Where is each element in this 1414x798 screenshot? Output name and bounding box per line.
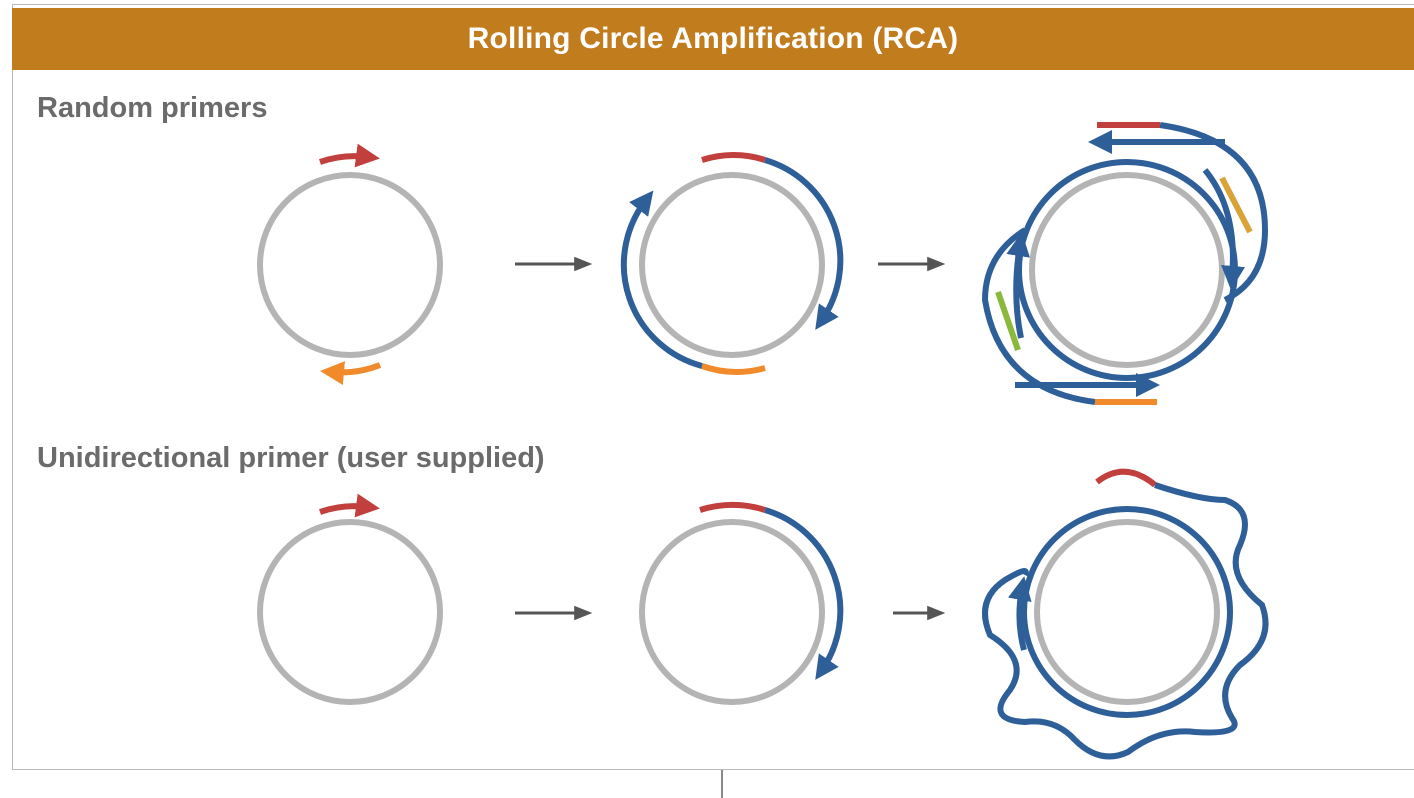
primer-red-segment [699, 501, 766, 513]
random-step3 [981, 122, 1269, 405]
section-label-random-primers: Random primers [37, 92, 268, 124]
divider-tick [721, 770, 723, 798]
template-circle [1034, 519, 1220, 705]
primer-red-segment [1095, 468, 1157, 488]
template-circle [639, 519, 825, 705]
template-circle [257, 519, 443, 705]
primer-red-segment [701, 152, 766, 163]
template-circle [639, 172, 825, 358]
section-label-unidirectional-primer: Unidirectional primer (user supplied) [37, 442, 545, 474]
primer-green-segment [995, 291, 1021, 351]
template-circle [1029, 172, 1225, 368]
primer-orange-arrow [320, 361, 382, 386]
extension-strand [764, 157, 844, 330]
title-banner: Rolling Circle Amplification (RCA) [12, 8, 1414, 70]
arrow-inner-left [1007, 576, 1032, 651]
primer-orange-segment [701, 363, 766, 375]
template-circle [257, 172, 443, 358]
displaced-strand-top [1159, 122, 1269, 303]
random-step1 [257, 143, 443, 386]
extension-strand [764, 507, 844, 680]
new-strand-circle [1021, 506, 1233, 718]
uni-step1 [257, 493, 443, 705]
uni-step3 [982, 468, 1269, 760]
random-step2 [620, 152, 844, 375]
arrow-inner-right [1202, 168, 1246, 290]
primer-red-arrow [319, 143, 380, 168]
displaced-wavy-strand [982, 482, 1269, 760]
displaced-strand-bottom [981, 227, 1096, 405]
new-strand-circle [1016, 159, 1238, 381]
primer-red-arrow [319, 493, 380, 518]
figure-title: Rolling Circle Amplification (RCA) [467, 22, 959, 55]
arrow-inner-left [1006, 232, 1030, 339]
extension-strand [620, 190, 703, 369]
uni-step2 [639, 501, 844, 705]
primer-yellow-segment [1219, 176, 1253, 234]
